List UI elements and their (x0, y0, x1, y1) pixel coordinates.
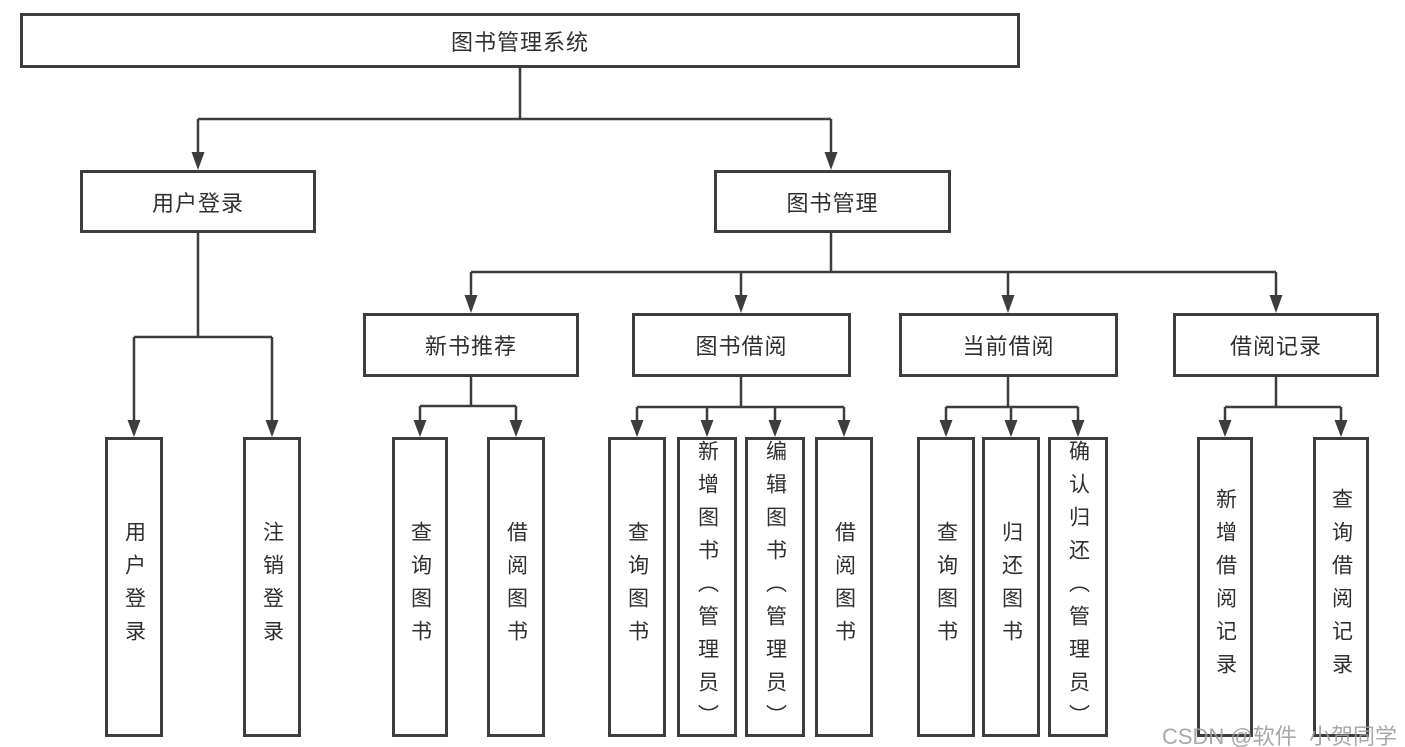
leaf-user-login-label: 用户登录 (122, 521, 146, 653)
node-current-borrowing-label: 当前借阅 (962, 334, 1055, 359)
leaf-add-books-admin-label: 新增图书（管理员） (695, 440, 719, 737)
node-book-management: 图书管理 (714, 170, 951, 233)
leaf-return-books-label: 归还图书 (999, 521, 1023, 653)
csdn-watermark: CSDN @软件_小贺同学 (1161, 724, 1397, 747)
node-borrowing-records: 借阅记录 (1173, 313, 1379, 377)
node-book-borrowing-label: 图书借阅 (695, 334, 788, 359)
node-book-borrowing: 图书借阅 (632, 313, 851, 377)
leaf-add-books-admin: 新增图书（管理员） (677, 437, 737, 737)
leaf-borrow-books-label: 借阅图书 (832, 521, 856, 653)
leaf-add-borrow-record: 新增借阅记录 (1197, 437, 1253, 737)
node-root: 图书管理系统 (20, 13, 1020, 68)
node-user-login-label: 用户登录 (151, 190, 244, 216)
connector-stems (132, 68, 1343, 421)
leaf-confirm-return-admin-label: 确认归还（管理员） (1066, 440, 1090, 737)
node-book-management-label: 图书管理 (786, 190, 879, 216)
leaf-query-books-current: 查询图书 (917, 437, 975, 737)
leaf-borrow-books-recommend-label: 借阅图书 (504, 521, 528, 653)
leaf-edit-books-admin-label: 编辑图书（管理员） (763, 440, 787, 737)
leaf-return-books: 归还图书 (982, 437, 1040, 737)
leaf-logout: 注销登录 (243, 437, 301, 737)
leaf-query-books-borrowing-label: 查询图书 (625, 521, 649, 653)
leaf-query-books-current-label: 查询图书 (934, 521, 958, 653)
leaf-query-borrow-record-label: 查询借阅记录 (1329, 488, 1353, 686)
leaf-borrow-books-recommend: 借阅图书 (487, 437, 545, 737)
leaf-query-books-recommend-label: 查询图书 (408, 521, 432, 653)
node-new-book-recommend-label: 新书推荐 (424, 334, 517, 359)
node-root-label: 图书管理系统 (450, 29, 589, 55)
node-current-borrowing: 当前借阅 (899, 313, 1118, 377)
leaf-add-borrow-record-label: 新增借阅记录 (1213, 488, 1237, 686)
node-new-book-recommend: 新书推荐 (363, 313, 579, 377)
leaf-user-login: 用户登录 (105, 437, 163, 737)
node-borrowing-records-label: 借阅记录 (1229, 334, 1322, 359)
leaf-query-books-borrowing: 查询图书 (608, 437, 666, 737)
leaf-logout-label: 注销登录 (260, 521, 284, 653)
leaf-borrow-books: 借阅图书 (815, 437, 873, 737)
leaf-edit-books-admin: 编辑图书（管理员） (745, 437, 805, 737)
leaf-query-books-recommend: 查询图书 (392, 437, 448, 737)
leaf-query-borrow-record: 查询借阅记录 (1313, 437, 1369, 737)
leaf-confirm-return-admin: 确认归还（管理员） (1048, 437, 1108, 737)
node-user-login: 用户登录 (80, 170, 316, 233)
